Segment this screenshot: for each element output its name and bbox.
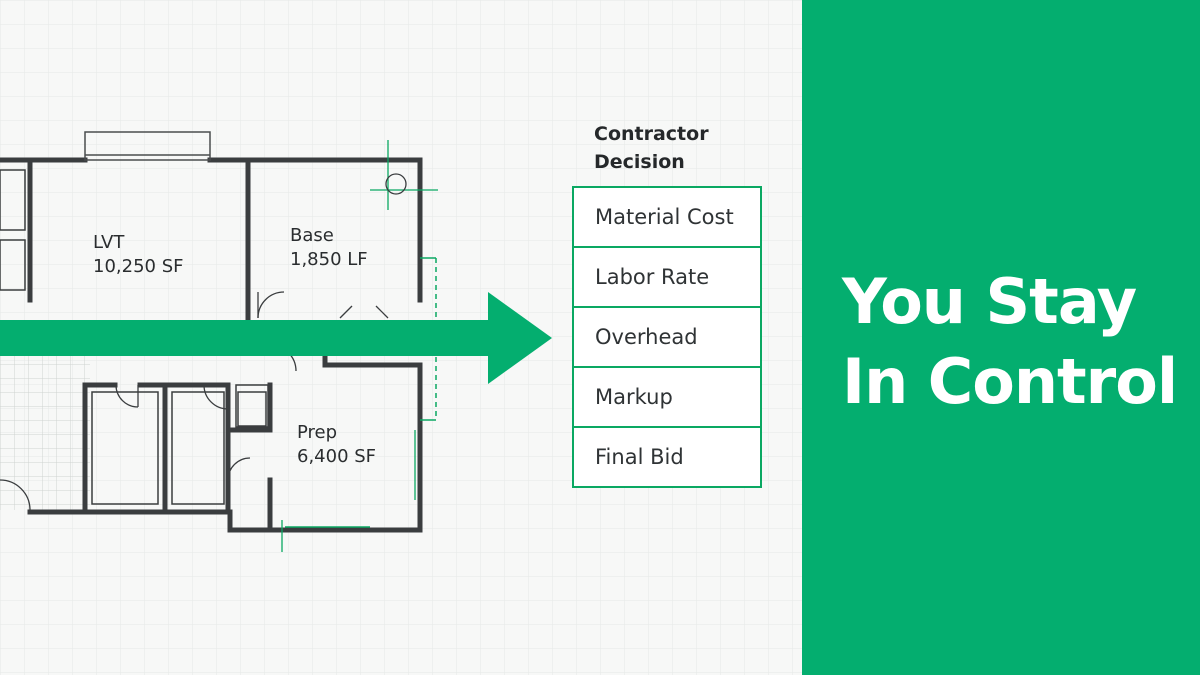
room-quantity: 1,850 LF xyxy=(290,249,368,270)
room-label-lvt: LVT 10,250 SF xyxy=(93,231,183,279)
decision-title: Contractor Decision xyxy=(594,123,709,173)
tiled-floor-area xyxy=(0,355,90,510)
decision-item-labor-rate: Labor Rate xyxy=(574,246,760,306)
room-quantity: 10,250 SF xyxy=(93,256,184,277)
door-swings xyxy=(0,291,389,511)
decision-item-material-cost: Material Cost xyxy=(595,205,734,229)
room-label-base: Base 1,850 LF xyxy=(290,224,368,272)
decision-item-overhead: Overhead xyxy=(574,306,760,366)
marker-lines xyxy=(281,140,438,552)
room-label-prep: Prep 6,400 SF xyxy=(297,421,376,469)
room-quantity: 6,400 SF xyxy=(297,446,377,467)
decision-list: Material Cost Labor Rate Overhead Markup… xyxy=(572,186,762,488)
decision-item-markup: Markup xyxy=(574,366,760,426)
decision-item-final-bid: Final Bid xyxy=(574,426,760,486)
room-name: Base xyxy=(290,225,334,246)
wall-details xyxy=(0,168,269,505)
headline: You Stay In Control xyxy=(842,265,1178,418)
process-arrow xyxy=(0,292,552,384)
room-name: Prep xyxy=(297,422,338,443)
room-name: LVT xyxy=(93,232,125,253)
headline-panel: You Stay In Control xyxy=(802,0,1200,675)
